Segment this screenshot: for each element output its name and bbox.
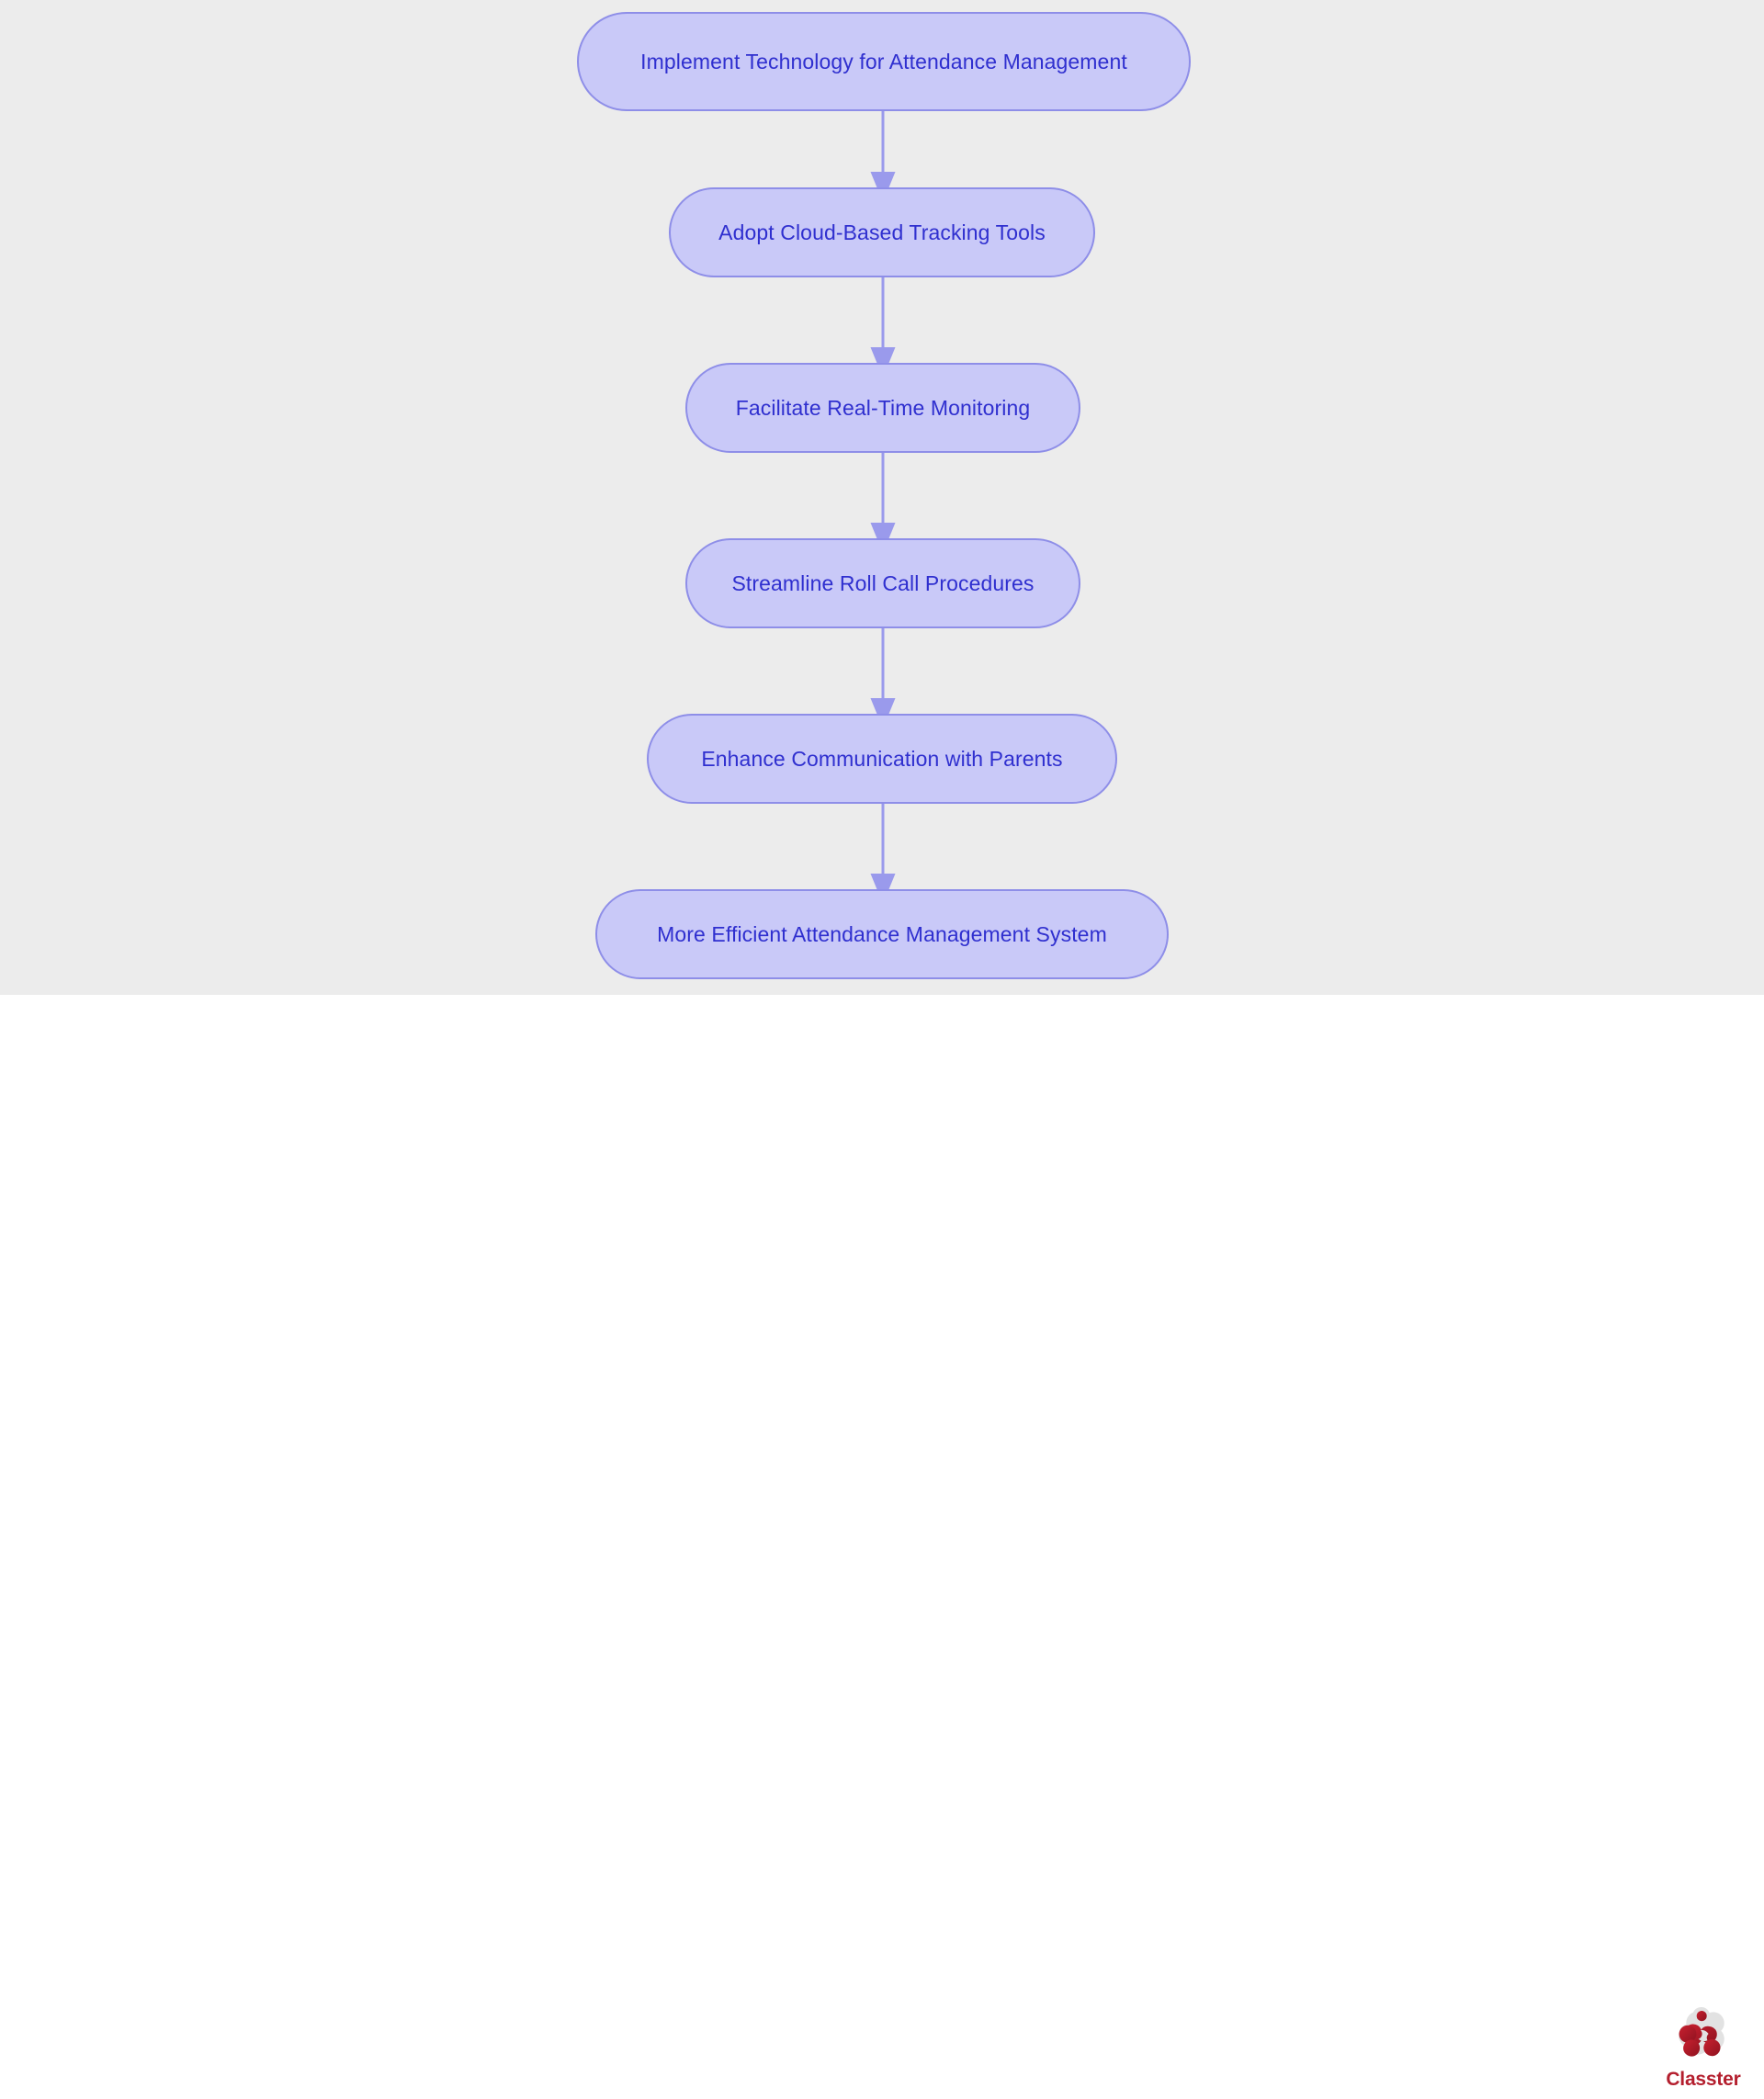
flow-node-label: Facilitate Real-Time Monitoring: [735, 395, 1031, 420]
flow-node-label: Adopt Cloud-Based Tracking Tools: [718, 220, 1046, 244]
classter-wordmark: Classter: [1666, 2069, 1741, 2090]
flow-node-facilitate-real-time-monitoring[interactable]: Facilitate Real-Time Monitoring: [685, 363, 1080, 453]
flow-node-streamline-roll-call-procedures[interactable]: Streamline Roll Call Procedures: [685, 538, 1080, 628]
classter-logo: Classter: [1653, 2005, 1754, 2099]
flow-node-implement-technology[interactable]: Implement Technology for Attendance Mana…: [577, 12, 1191, 111]
diagram-canvas: Implement Technology for Attendance Mana…: [0, 0, 1764, 995]
footer-band: Classter: [0, 995, 1764, 2089]
flow-node-label: Implement Technology for Attendance Mana…: [640, 49, 1127, 73]
flow-node-adopt-cloud-based-tracking-tools[interactable]: Adopt Cloud-Based Tracking Tools: [669, 187, 1095, 277]
classter-blob-logo-icon: [1678, 2006, 1724, 2057]
flow-node-label: Streamline Roll Call Procedures: [731, 570, 1035, 595]
flow-node-label: Enhance Communication with Parents: [701, 746, 1063, 771]
flow-node-more-efficient-attendance-management-system[interactable]: More Efficient Attendance Management Sys…: [595, 889, 1169, 979]
flowchart: Implement Technology for Attendance Mana…: [0, 0, 1764, 995]
flow-node-label: More Efficient Attendance Management Sys…: [657, 921, 1107, 946]
flow-connectors: [870, 111, 896, 904]
flow-node-enhance-communication-with-parents[interactable]: Enhance Communication with Parents: [647, 714, 1117, 804]
